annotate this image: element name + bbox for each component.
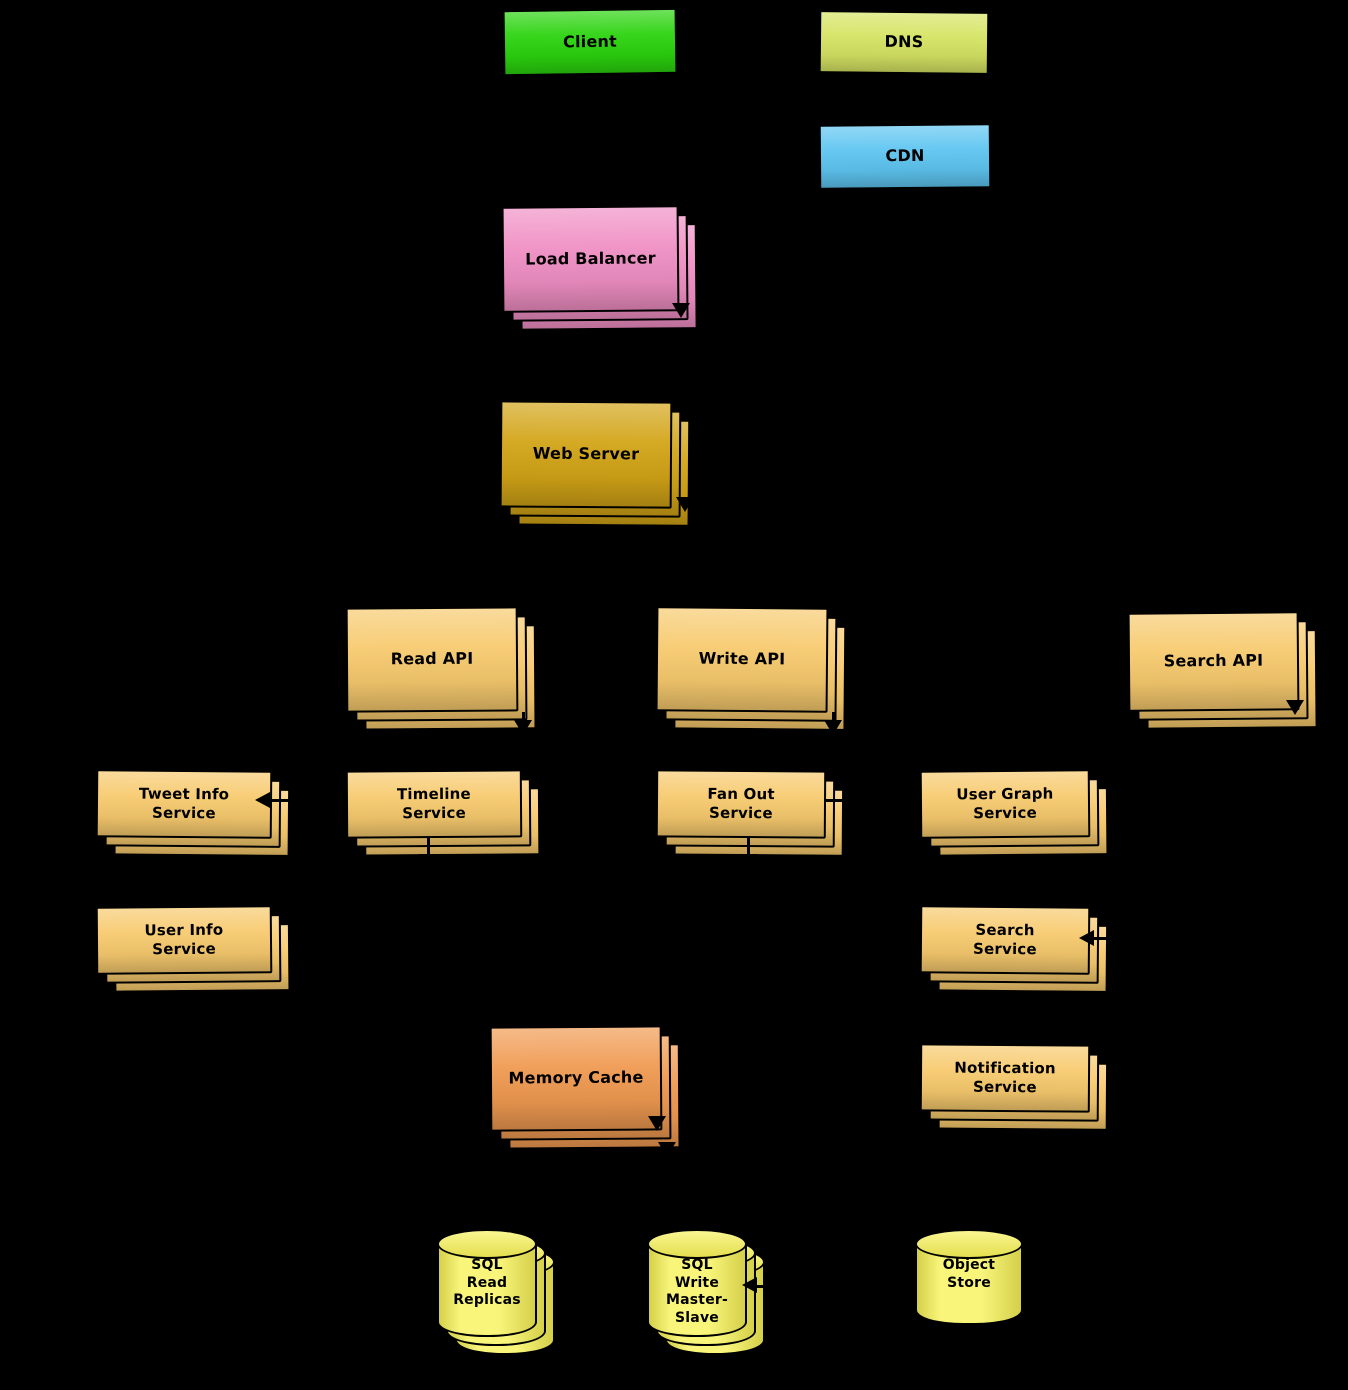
node-search-service: Search Service bbox=[919, 905, 1109, 993]
node-face: User Graph Service bbox=[919, 769, 1091, 839]
node-read-api: Read API bbox=[345, 606, 537, 731]
node-sql-read-replicas: SQL Read Replicas bbox=[437, 1229, 555, 1355]
node-face: Notification Service bbox=[919, 1043, 1091, 1113]
node-label: DNS bbox=[884, 32, 924, 52]
node-notification-service: Notification Service bbox=[919, 1043, 1109, 1131]
node-write-api: Write API bbox=[655, 606, 847, 731]
node-timeline-service: Timeline Service bbox=[345, 769, 541, 857]
node-face: Client bbox=[502, 7, 678, 77]
arrowhead-down-icon bbox=[824, 720, 842, 735]
node-face: SQL Write Master- Slave bbox=[647, 1229, 747, 1337]
arrowhead-left-icon bbox=[1079, 930, 1094, 946]
node-label: Write API bbox=[698, 648, 786, 669]
node-load-balancer: Load Balancer bbox=[501, 205, 698, 331]
node-face: SQL Read Replicas bbox=[437, 1229, 537, 1337]
connector-line bbox=[757, 1285, 773, 1288]
node-user-info-service: User Info Service bbox=[95, 905, 291, 993]
arrowhead-down-icon bbox=[514, 720, 532, 735]
node-label: Search API bbox=[1163, 650, 1264, 671]
arrowhead-down-icon bbox=[658, 1142, 676, 1157]
node-label: Web Server bbox=[532, 443, 640, 464]
connector-line bbox=[747, 838, 750, 860]
node-face: Tweet Info Service bbox=[95, 769, 273, 839]
node-cdn: CDN bbox=[818, 123, 992, 190]
node-face: CDN bbox=[818, 123, 992, 190]
node-face: Search Service bbox=[919, 905, 1091, 975]
arrowhead-down-icon bbox=[672, 303, 690, 318]
connector-line bbox=[522, 712, 525, 726]
node-label: Notification Service bbox=[954, 1058, 1056, 1097]
connector-line bbox=[826, 799, 848, 802]
arrowhead-left-icon bbox=[742, 1277, 757, 1293]
node-face: User Info Service bbox=[95, 905, 273, 975]
node-face: Web Server bbox=[499, 400, 673, 509]
node-search-api: Search API bbox=[1127, 611, 1318, 730]
connector-line bbox=[832, 712, 835, 726]
node-face: Fan Out Service bbox=[655, 769, 827, 839]
node-label: Load Balancer bbox=[525, 248, 656, 269]
node-label: CDN bbox=[885, 146, 925, 166]
node-label: Fan Out Service bbox=[707, 784, 775, 823]
node-label: Read API bbox=[390, 648, 474, 669]
node-label: SQL Write Master- Slave bbox=[665, 1257, 728, 1326]
node-label: Object Store bbox=[942, 1257, 996, 1291]
node-label: Memory Cache bbox=[508, 1067, 644, 1088]
connector-line bbox=[1094, 937, 1116, 940]
node-web-server: Web Server bbox=[499, 400, 691, 527]
node-label: User Info Service bbox=[144, 920, 224, 959]
node-label: Search Service bbox=[972, 920, 1037, 959]
arrowhead-down-icon bbox=[648, 1116, 666, 1131]
connector-line bbox=[270, 799, 296, 802]
arrowhead-left-icon bbox=[255, 792, 270, 808]
node-face: Timeline Service bbox=[345, 769, 523, 839]
node-face: Memory Cache bbox=[489, 1025, 663, 1132]
node-face: Load Balancer bbox=[501, 205, 680, 313]
node-label: Timeline Service bbox=[396, 784, 471, 823]
node-label: User Graph Service bbox=[956, 784, 1054, 823]
node-face: Write API bbox=[655, 606, 829, 713]
connector-line bbox=[427, 838, 430, 860]
node-tweet-info-service: Tweet Info Service bbox=[95, 769, 291, 857]
node-dns: DNS bbox=[818, 10, 990, 75]
node-memory-cache: Memory Cache bbox=[489, 1025, 681, 1150]
node-client: Client bbox=[502, 7, 678, 77]
node-face: Search API bbox=[1127, 611, 1300, 712]
node-label: Tweet Info Service bbox=[138, 784, 230, 823]
arrowhead-down-icon bbox=[739, 854, 757, 869]
node-fan-out-service: Fan Out Service bbox=[655, 769, 845, 857]
node-face: Object Store bbox=[915, 1229, 1023, 1325]
node-label: Client bbox=[562, 31, 618, 52]
arrowhead-down-icon bbox=[1286, 700, 1304, 715]
arrowhead-down-icon bbox=[419, 854, 437, 869]
arrowhead-down-icon bbox=[676, 497, 694, 512]
node-face: Read API bbox=[345, 606, 519, 713]
node-object-store: Object Store bbox=[915, 1229, 1023, 1325]
node-face: DNS bbox=[818, 10, 990, 75]
node-user-graph-service: User Graph Service bbox=[919, 769, 1109, 857]
node-sql-write-master-slave: SQL Write Master- Slave bbox=[647, 1229, 765, 1355]
node-label: SQL Read Replicas bbox=[453, 1257, 521, 1308]
